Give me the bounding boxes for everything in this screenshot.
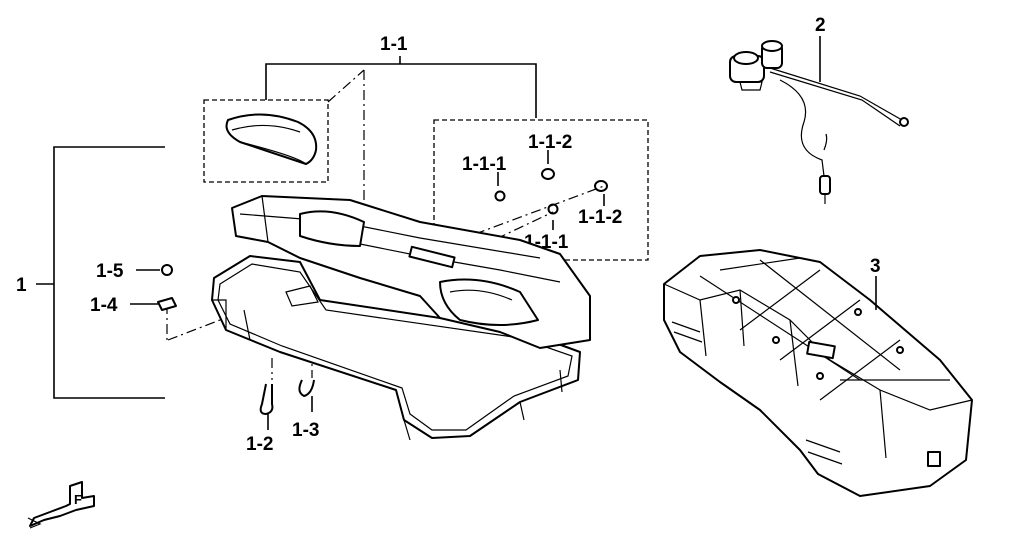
air-compressor xyxy=(729,40,909,204)
callout-1-bracket xyxy=(36,146,165,399)
clip-icon xyxy=(157,297,177,311)
grommet-icon xyxy=(541,168,608,192)
backrest-pad xyxy=(225,113,318,165)
screw-icon xyxy=(494,190,559,215)
storage-case xyxy=(211,195,591,441)
label-2: 2 xyxy=(815,15,826,36)
front-letter: F xyxy=(74,492,82,507)
callout-1-1-bracket xyxy=(265,56,537,118)
hardware-leaders xyxy=(497,150,605,230)
front-arrow-icon xyxy=(27,481,95,529)
label-1-1-1-a: 1-1-1 xyxy=(462,154,507,175)
cargo-bag-with-net xyxy=(663,249,973,497)
pad-detail-box xyxy=(203,99,329,183)
label-1: 1 xyxy=(16,275,27,296)
label-1-4: 1-4 xyxy=(90,295,118,316)
label-1-2: 1-2 xyxy=(246,434,273,455)
nut-icon xyxy=(161,264,173,276)
label-3: 3 xyxy=(870,256,881,277)
label-1-1-2-a: 1-1-2 xyxy=(528,132,572,153)
hook-icon xyxy=(259,379,315,415)
label-1-5: 1-5 xyxy=(96,261,124,282)
label-1-1-2-b: 1-1-2 xyxy=(578,207,622,228)
label-1-1: 1-1 xyxy=(380,34,408,55)
label-1-3: 1-3 xyxy=(292,420,319,441)
